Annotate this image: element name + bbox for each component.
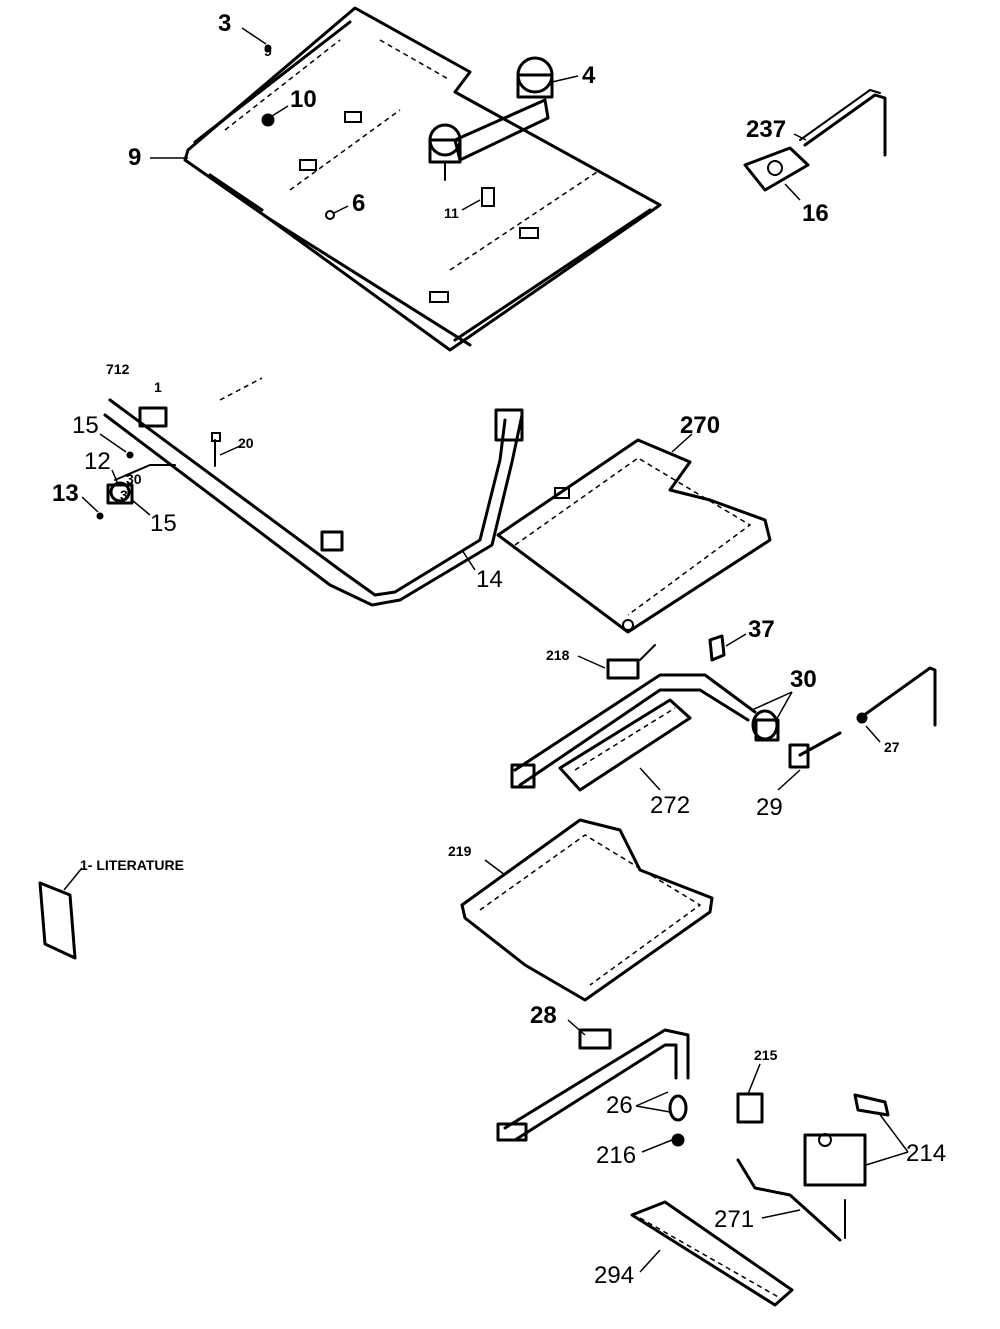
burner-baffle-272 [558, 698, 692, 792]
callout-9: 9 [128, 144, 142, 171]
callout-literature: 1- LITERATURE [80, 857, 184, 873]
callout-9-top: 9 [264, 43, 272, 59]
callout-215: 215 [754, 1047, 778, 1063]
callout-6: 6 [352, 190, 366, 217]
callout-214: 214 [906, 1140, 947, 1167]
callout-26: 26 [606, 1092, 633, 1119]
callout-20: 20 [238, 435, 254, 451]
burner-valve-manifold [428, 56, 554, 181]
callout-219: 219 [448, 843, 472, 859]
callout-27: 27 [884, 739, 900, 755]
regulator-fittings [96, 451, 134, 520]
callout-1-small: 1 [154, 379, 162, 395]
misc-top-fasteners [261, 44, 495, 220]
callout-29: 29 [756, 794, 783, 821]
callout-leaders [81, 27, 909, 1273]
callout-11: 11 [444, 205, 459, 221]
callout-10: 10 [290, 86, 317, 113]
callout-3: 3 [218, 10, 232, 37]
callout-15-bottom: 15 [150, 510, 177, 537]
callout-30-small: 30 [126, 471, 142, 487]
callout-37: 37 [748, 616, 775, 643]
callout-16: 16 [802, 200, 829, 227]
gas-manifold-tube [103, 377, 524, 607]
callout-30: 30 [790, 666, 817, 693]
callout-216: 216 [596, 1142, 637, 1169]
callout-3-small: 3 [120, 487, 128, 503]
callout-4: 4 [582, 62, 596, 89]
main-burner-box-tray [183, 6, 662, 352]
callout-218: 218 [546, 647, 570, 663]
callout-270: 270 [680, 412, 721, 439]
callout-12: 12 [84, 448, 111, 475]
ignition-tube-and-bracket [743, 88, 887, 192]
callout-272: 272 [650, 792, 691, 819]
broiler-burner-assembly [496, 1028, 890, 1242]
callout-237: 237 [746, 116, 787, 143]
callout-712: 712 [106, 361, 130, 377]
callout-13: 13 [52, 480, 79, 507]
burner-cover-plate-270 [496, 438, 772, 634]
callout-294: 294 [594, 1262, 635, 1289]
literature-booklet [38, 867, 83, 960]
callout-28: 28 [530, 1002, 557, 1029]
callout-271: 271 [714, 1206, 755, 1233]
broiler-plate-219 [460, 818, 714, 1002]
oven-burner-assembly [510, 634, 937, 789]
callout-15-top: 15 [72, 412, 99, 439]
callout-14: 14 [476, 566, 503, 593]
broiler-baffle-294 [630, 1200, 794, 1307]
